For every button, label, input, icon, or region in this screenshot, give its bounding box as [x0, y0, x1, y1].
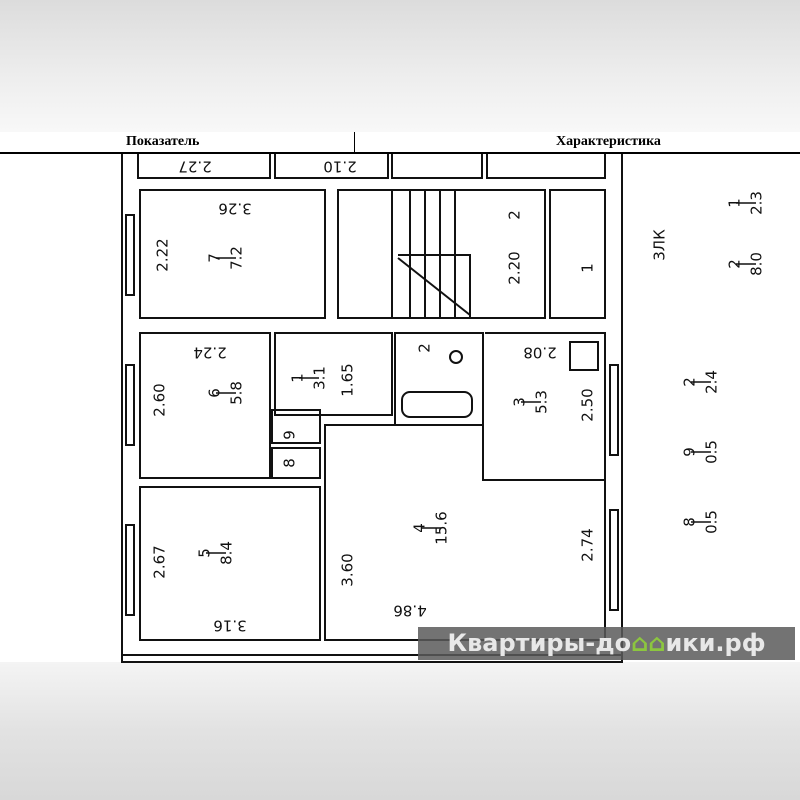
window	[125, 524, 135, 616]
room-3-area: 5.3	[533, 390, 551, 414]
room-4-area: 15.6	[433, 511, 451, 544]
legend-area: 2.3	[748, 191, 766, 215]
closet-8-number: 8	[281, 458, 299, 468]
stair-treads	[409, 190, 456, 318]
room-7-height: 2.22	[154, 238, 172, 271]
stair-room-number: 2	[506, 210, 524, 220]
toilet-icon	[449, 350, 463, 364]
stove-icon	[569, 341, 599, 371]
closet-8-outline	[271, 447, 321, 479]
room-1-area: 3.1	[311, 366, 329, 390]
legend-number: 8	[681, 517, 699, 527]
dim-label: 2.27	[178, 158, 211, 176]
legend-area: 0.5	[703, 440, 721, 464]
room-5-number: 5	[196, 548, 214, 558]
room-4-outline	[324, 424, 606, 641]
balcony-number: 1	[579, 263, 597, 273]
room-3-width: 2.08	[523, 344, 556, 362]
column-divider	[354, 132, 355, 152]
table-header: Показатель Характеристика	[0, 132, 800, 154]
closet-9-number: 9	[281, 430, 299, 440]
room-6-area: 5.8	[228, 381, 246, 405]
legend-number: 9	[681, 447, 699, 457]
stair-landing	[337, 189, 393, 319]
bath-outline	[394, 332, 484, 426]
room-1-outline	[274, 332, 393, 416]
window	[609, 509, 619, 611]
room-4-width: 4.86	[393, 602, 426, 620]
room-1-number: 1	[289, 373, 307, 383]
room-5-outline	[139, 486, 321, 641]
room-4-height-right: 2.74	[579, 528, 597, 561]
room-7-area: 7.2	[228, 246, 246, 270]
closet-9-outline	[271, 409, 321, 444]
legend-area: 8.0	[748, 252, 766, 276]
legend-number: 1	[726, 198, 744, 208]
watermark-text-start: Квартиры-до	[447, 629, 632, 657]
legend-area: 2.4	[703, 370, 721, 394]
room-4-number: 4	[411, 523, 429, 533]
balcony-label: 3ЛК	[651, 229, 669, 261]
column-header-characteristic: Характеристика	[556, 134, 661, 149]
bathtub-icon	[401, 391, 473, 418]
room-6-number: 6	[206, 388, 224, 398]
room-3-number: 3	[511, 397, 529, 407]
watermark-text-end: ики.рф	[665, 629, 766, 657]
window	[125, 214, 135, 296]
room-5-height: 2.67	[151, 545, 169, 578]
window	[125, 364, 135, 446]
room-4-height-left: 3.60	[339, 553, 357, 586]
legend-number: 2	[681, 377, 699, 387]
stair-room	[391, 189, 546, 319]
window	[609, 364, 619, 456]
house-logo-icon: ⌂⌂	[631, 629, 666, 657]
blurred-background-bottom	[0, 662, 800, 800]
column-header-indicator: Показатель	[126, 134, 200, 149]
top-room-d	[486, 149, 606, 179]
balcony-outline	[549, 189, 606, 319]
room-7-outline	[139, 189, 326, 319]
legend-number: 2	[726, 259, 744, 269]
top-room-c	[391, 149, 483, 179]
legend-area: 0.5	[703, 510, 721, 534]
room-5-width: 3.16	[213, 617, 246, 635]
stair-room-height: 2.20	[506, 251, 524, 284]
room-6-height: 2.60	[151, 383, 169, 416]
bath-number: 2	[416, 343, 434, 353]
room-5-area: 8.4	[218, 541, 236, 565]
watermark: Квартиры-до⌂⌂ики.рф	[418, 627, 795, 660]
room-7-width: 3.26	[218, 200, 251, 218]
stair-flight	[397, 254, 471, 318]
room-1-width: 1.65	[339, 363, 357, 396]
room-6-outline	[139, 332, 271, 479]
room-7-number: 7	[206, 253, 224, 263]
blurred-background-top	[0, 0, 800, 132]
dim-label: 2.10	[323, 158, 356, 176]
room-3-height: 2.50	[579, 388, 597, 421]
room-6-width: 2.24	[193, 344, 226, 362]
